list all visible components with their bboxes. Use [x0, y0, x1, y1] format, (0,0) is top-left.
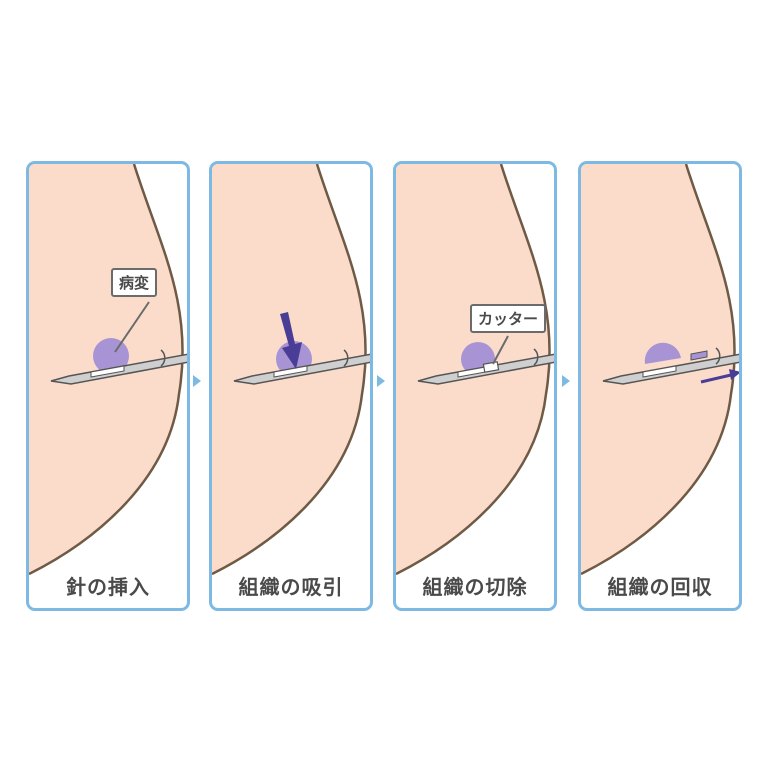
- retrieval-arrow-icon: [729, 369, 739, 380]
- step-panel-2: 組織の吸引: [209, 161, 373, 611]
- needle-ring: [343, 349, 349, 367]
- cutter-leader-line: [492, 335, 509, 365]
- step-3-illustration: [396, 164, 554, 576]
- skin-outline: [212, 164, 367, 576]
- suction-arrow-icon: [280, 312, 302, 369]
- skin-outline: [581, 164, 736, 576]
- step-panel-4: 組織の回収: [578, 161, 742, 611]
- needle-aperture: [90, 365, 125, 378]
- step-panel-3: カッター 組織の切除: [393, 161, 557, 611]
- connector-arrow-1: [193, 375, 201, 387]
- skin-outline: [396, 164, 551, 576]
- lesion-leader-line: [114, 301, 150, 353]
- remaining-lesion: [644, 342, 681, 364]
- step-4-caption: 組織の回収: [607, 575, 713, 599]
- lesion-circle: [93, 338, 129, 374]
- step-1-illustration: [29, 164, 187, 576]
- step-4-illustration: [581, 164, 739, 576]
- retrieved-tissue-sample: [690, 350, 708, 361]
- retrieval-arrow-shaft: [700, 373, 732, 384]
- cutter-label: カッター: [470, 304, 547, 333]
- step-1-caption: 針の挿入: [66, 575, 150, 599]
- step-panel-1: 病変 針の挿入: [26, 161, 190, 611]
- lesion-label: 病変: [111, 268, 158, 297]
- step-2-caption: 組織の吸引: [238, 575, 344, 599]
- needle-ring: [715, 347, 721, 365]
- skin-outline: [29, 164, 184, 576]
- step-3-caption: 組織の切除: [422, 575, 528, 599]
- needle-aperture: [642, 365, 677, 378]
- cutter-blade: [482, 361, 500, 373]
- connector-arrow-2: [377, 375, 385, 387]
- needle-ring: [160, 349, 166, 367]
- connector-arrow-3: [562, 375, 570, 387]
- step-2-illustration: [212, 164, 370, 576]
- needle-ring: [533, 348, 539, 366]
